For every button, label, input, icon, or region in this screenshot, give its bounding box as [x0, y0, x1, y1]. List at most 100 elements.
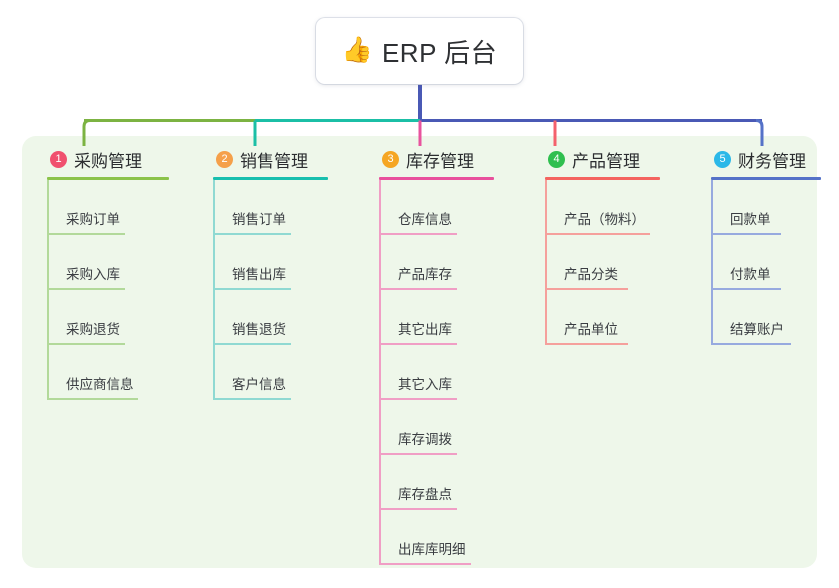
list-item-label: 采购订单	[66, 212, 120, 227]
column-header[interactable]: 3 库存管理	[368, 146, 526, 172]
list-item-label: 销售订单	[232, 212, 286, 227]
list-item[interactable]: 产品（物料）	[534, 180, 692, 235]
column-title: 财务管理	[738, 151, 806, 171]
list-item[interactable]: 客户信息	[202, 345, 360, 400]
list-item[interactable]: 销售退货	[202, 290, 360, 345]
column-items: 采购订单采购入库采购退货供应商信息	[36, 180, 194, 400]
list-item[interactable]: 产品库存	[368, 235, 526, 290]
list-item-underline	[379, 563, 471, 565]
list-item[interactable]: 出库库明细	[368, 510, 526, 565]
column-销售管理: 2 销售管理销售订单销售出库销售退货客户信息	[202, 146, 360, 400]
list-item-label: 结算账户	[730, 322, 784, 337]
list-item-underline	[379, 288, 457, 290]
column-index-badge: 3	[382, 150, 399, 168]
list-item-label: 产品库存	[398, 267, 452, 282]
diagram-panel	[22, 136, 817, 568]
list-item[interactable]: 库存调拨	[368, 400, 526, 455]
column-items: 销售订单销售出库销售退货客户信息	[202, 180, 360, 400]
list-item-underline	[711, 288, 781, 290]
list-item-label: 产品单位	[564, 322, 618, 337]
column-items: 仓库信息产品库存其它出库其它入库库存调拨库存盘点出库库明细	[368, 180, 526, 565]
list-item[interactable]: 库存盘点	[368, 455, 526, 510]
column-财务管理: 5 财务管理回款单付款单结算账户	[700, 146, 821, 345]
list-item[interactable]: 产品单位	[534, 290, 692, 345]
list-item[interactable]: 销售出库	[202, 235, 360, 290]
column-spine	[47, 180, 49, 400]
column-采购管理: 1 采购管理采购订单采购入库采购退货供应商信息	[36, 146, 194, 400]
list-item-underline	[379, 398, 457, 400]
list-item-underline	[379, 343, 457, 345]
list-item-underline	[711, 343, 791, 345]
list-item-label: 回款单	[730, 212, 771, 227]
column-header[interactable]: 4 产品管理	[534, 146, 692, 172]
column-underline	[379, 177, 494, 180]
list-item-label: 其它入库	[398, 377, 452, 392]
list-item-underline	[379, 453, 457, 455]
list-item-label: 客户信息	[232, 377, 286, 392]
column-spine	[213, 180, 215, 400]
list-item-label: 库存调拨	[398, 432, 452, 447]
column-产品管理: 4 产品管理产品（物料） 产品分类产品单位	[534, 146, 692, 345]
column-title: 产品管理	[572, 151, 640, 171]
column-underline	[213, 177, 328, 180]
column-header[interactable]: 2 销售管理	[202, 146, 360, 172]
list-item[interactable]: 回款单	[700, 180, 820, 235]
list-item-label: 销售出库	[232, 267, 286, 282]
list-item[interactable]: 采购入库	[36, 235, 194, 290]
column-items: 产品（物料） 产品分类产品单位	[534, 180, 692, 345]
root-node-label: ERP 后台	[381, 37, 498, 68]
list-item-label: 其它出库	[398, 322, 452, 337]
column-underline	[47, 177, 169, 180]
list-item-underline	[213, 233, 291, 235]
list-item[interactable]: 仓库信息	[368, 180, 526, 235]
list-item[interactable]: 采购订单	[36, 180, 194, 235]
column-index-badge: 2	[216, 150, 233, 168]
column-items: 回款单付款单结算账户	[700, 180, 820, 345]
list-item-underline	[545, 288, 628, 290]
column-库存管理: 3 库存管理仓库信息产品库存其它出库其它入库库存调拨库存盘点出库库明细	[368, 146, 526, 565]
list-item[interactable]: 产品分类	[534, 235, 692, 290]
list-item[interactable]: 供应商信息	[36, 345, 194, 400]
column-title: 采购管理	[74, 151, 142, 171]
list-item-underline	[47, 233, 125, 235]
list-item[interactable]: 付款单	[700, 235, 820, 290]
list-item-underline	[213, 398, 291, 400]
list-item-underline	[545, 233, 650, 235]
list-item[interactable]: 采购退货	[36, 290, 194, 345]
list-item[interactable]: 结算账户	[700, 290, 820, 345]
list-item-underline	[379, 233, 457, 235]
column-spine	[711, 180, 713, 345]
list-item[interactable]: 销售订单	[202, 180, 360, 235]
root-node[interactable]: 👍 ERP 后台	[316, 18, 523, 84]
list-item-underline	[213, 343, 291, 345]
list-item-underline	[47, 398, 138, 400]
list-item-label: 采购退货	[66, 322, 120, 337]
list-item[interactable]: 其它入库	[368, 345, 526, 400]
column-underline	[711, 177, 821, 180]
column-header[interactable]: 5 财务管理	[700, 146, 820, 172]
column-spine	[379, 180, 381, 565]
column-index-badge: 5	[714, 150, 731, 168]
thumbs-up-icon: 👍	[341, 35, 373, 64]
list-item-underline	[47, 343, 125, 345]
column-title: 销售管理	[240, 151, 308, 171]
column-index-badge: 1	[50, 150, 67, 168]
column-index-badge: 4	[548, 150, 565, 168]
list-item-underline	[545, 343, 628, 345]
column-underline	[545, 177, 660, 180]
list-item-underline	[711, 233, 781, 235]
list-item-label: 销售退货	[232, 322, 286, 337]
column-spine	[545, 180, 547, 345]
list-item-underline	[379, 508, 457, 510]
list-item-label: 供应商信息	[66, 377, 134, 392]
column-header[interactable]: 1 采购管理	[36, 146, 194, 172]
list-item-label: 库存盘点	[398, 487, 452, 502]
column-title: 库存管理	[406, 151, 474, 171]
list-item-label: 仓库信息	[398, 212, 452, 227]
list-item-label: 采购入库	[66, 267, 120, 282]
list-item-underline	[213, 288, 291, 290]
list-item-label: 付款单	[730, 267, 771, 282]
list-item-label: 产品（物料）	[564, 212, 645, 227]
list-item[interactable]: 其它出库	[368, 290, 526, 345]
